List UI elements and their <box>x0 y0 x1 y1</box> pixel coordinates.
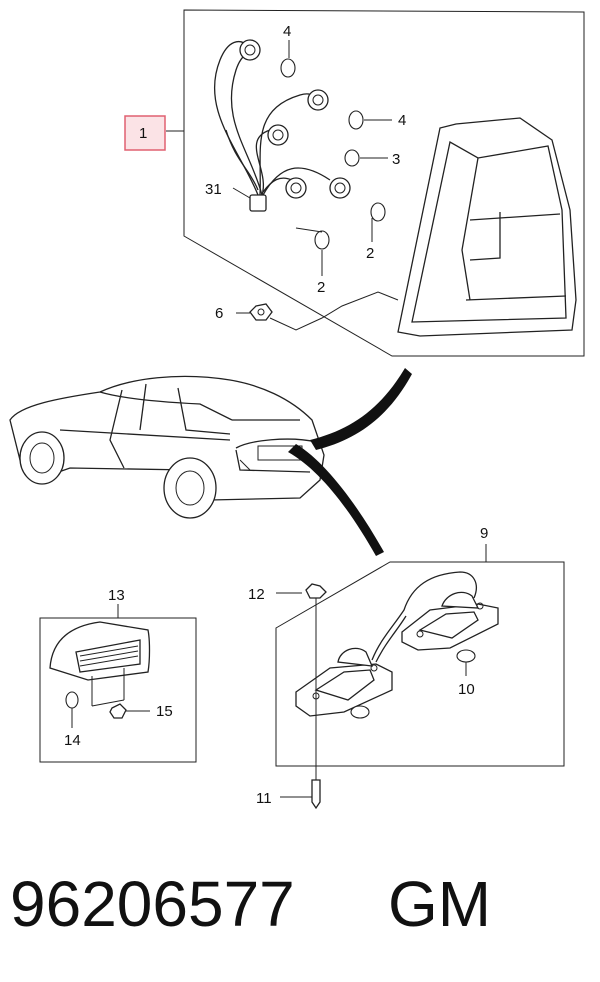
bulb <box>348 110 364 130</box>
nut <box>109 703 127 719</box>
label-part-6: 6 <box>215 305 223 322</box>
bulb-socket <box>329 177 351 199</box>
brand-name: GM <box>388 868 491 940</box>
tail-lamp-housing <box>397 117 577 337</box>
bulb-socket <box>285 177 307 199</box>
label-part-2: 2 <box>366 245 374 262</box>
clip <box>305 583 327 599</box>
tail-lamp-group <box>166 9 585 357</box>
bulb <box>370 202 386 222</box>
high-stop-lamp-group <box>39 604 197 763</box>
bulb <box>280 58 296 78</box>
label-part-12: 12 <box>248 586 265 603</box>
wiring-harness <box>214 40 331 196</box>
label-part-2: 2 <box>317 279 325 296</box>
label-part-10: 10 <box>458 681 475 698</box>
license-lamp-frame <box>275 561 565 767</box>
license-lamp <box>401 591 499 651</box>
label-part-11: 11 <box>256 790 272 807</box>
arrow-to-license-lamp <box>288 444 384 556</box>
label-part-1: 1 <box>139 125 147 142</box>
license-lamp <box>295 647 393 717</box>
label-part-4: 4 <box>398 112 406 129</box>
part-number: 96206577 <box>10 868 295 940</box>
bulb <box>65 691 79 709</box>
tail-lamp-group-frame <box>183 9 585 357</box>
nut <box>249 303 273 321</box>
part-1-highlight[interactable] <box>124 115 166 151</box>
license-lamp-group <box>275 544 565 810</box>
car-illustration <box>9 375 325 519</box>
label-part-13: 13 <box>108 587 125 604</box>
bulb-socket <box>239 39 261 61</box>
high-stop-lamp <box>49 621 151 681</box>
bulb <box>344 149 360 167</box>
label-part-4: 4 <box>283 23 291 40</box>
label-part-9: 9 <box>480 525 488 542</box>
arrow-to-tail-lamp <box>310 368 412 450</box>
bulb-socket <box>267 124 289 146</box>
label-part-15: 15 <box>156 703 173 720</box>
label-part-14: 14 <box>64 732 81 749</box>
bulb <box>456 649 476 663</box>
label-part-31: 31 <box>205 181 222 198</box>
screw <box>311 779 321 810</box>
bulb <box>350 705 370 719</box>
harness-connector <box>249 194 267 212</box>
bulb <box>314 230 330 250</box>
label-part-3: 3 <box>392 151 400 168</box>
bulb-socket <box>307 89 329 111</box>
